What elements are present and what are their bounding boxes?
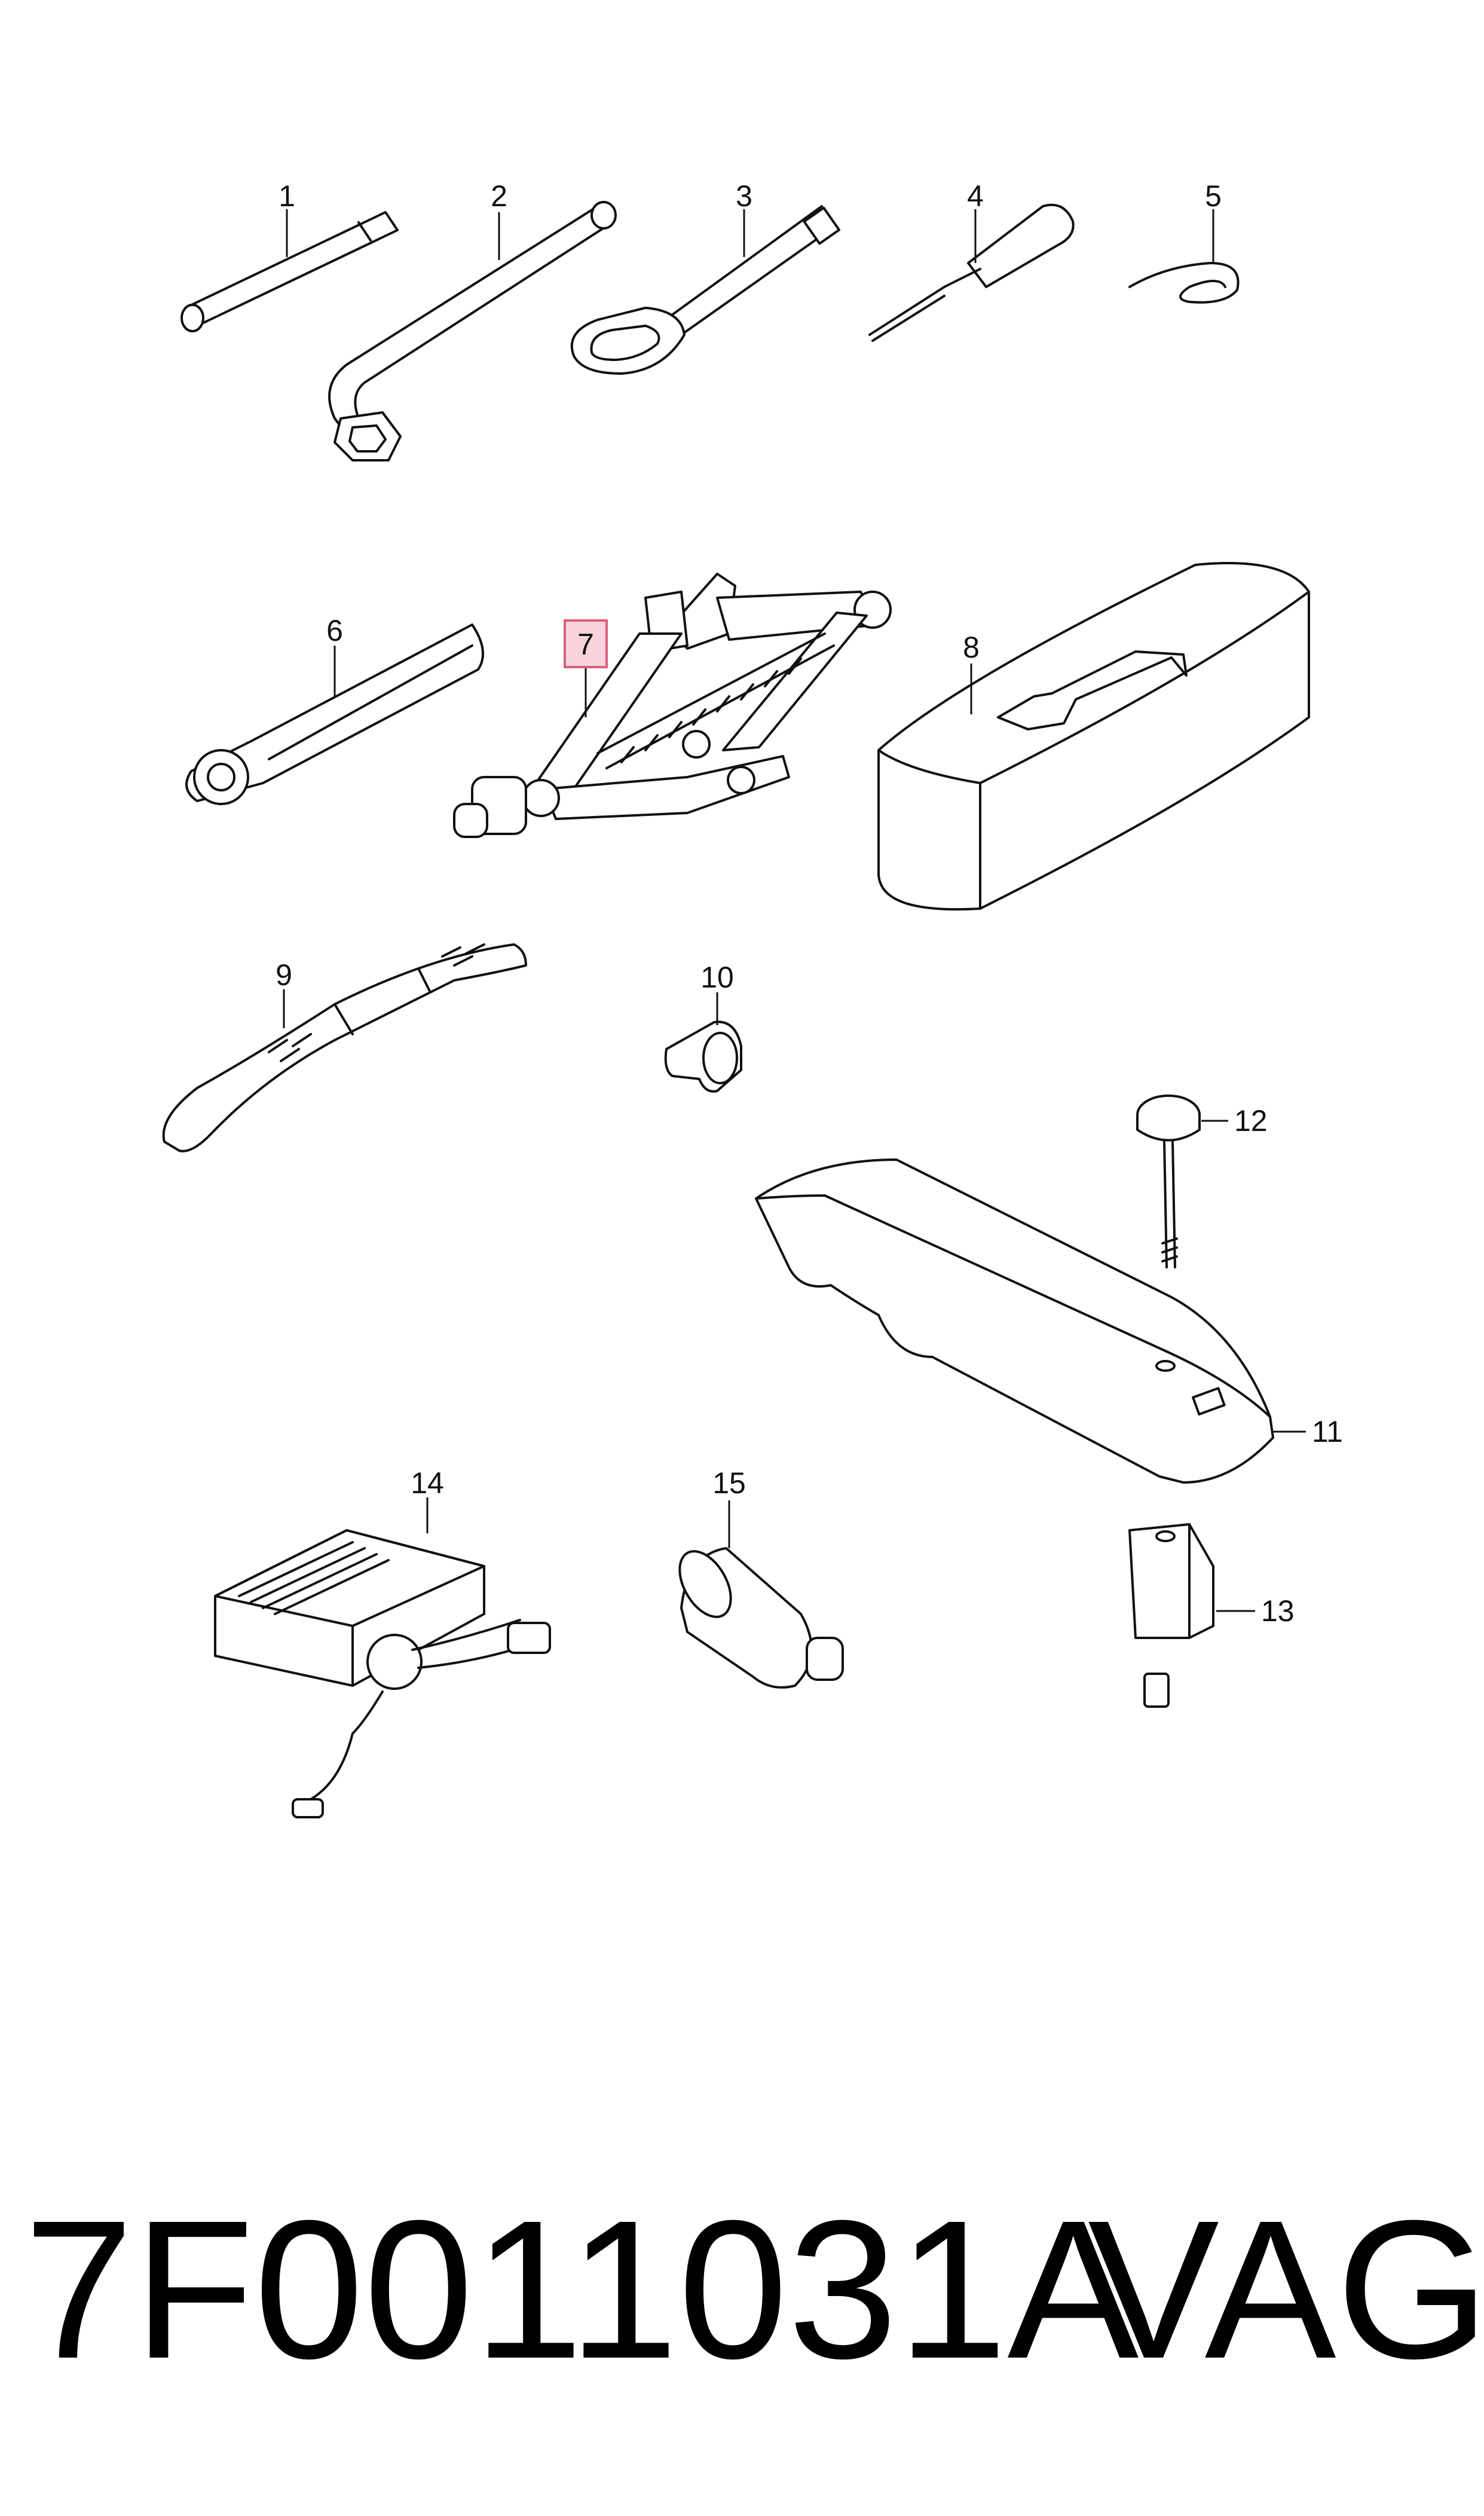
callout-4: 4 (967, 179, 984, 213)
callout-11: 11 (1312, 1415, 1343, 1448)
callout-3: 3 (736, 179, 752, 213)
part-number: 7F0011031A (24, 2179, 1139, 2399)
part-10-socket (664, 992, 742, 1093)
part-13-clip (1128, 1523, 1255, 1708)
callout-10: 10 (700, 961, 734, 994)
callout-12: 12 (1234, 1104, 1268, 1138)
part-11-foam-tray (755, 1158, 1306, 1484)
callout-5: 5 (1205, 179, 1222, 213)
callout-13: 13 (1261, 1594, 1295, 1628)
brand-label: VAG (1088, 2179, 1484, 2399)
callout-9: 9 (276, 958, 292, 992)
part-7-car-jack (453, 573, 892, 838)
part-1-extension-bar (180, 209, 399, 332)
part-14-compressor (214, 1497, 551, 1818)
part-4-screwdriver (868, 203, 1075, 342)
callout-15: 15 (712, 1466, 746, 1500)
part-5-clip (1128, 209, 1240, 304)
callout-2: 2 (491, 179, 507, 213)
part-15-sealant-bottle (678, 1500, 844, 1689)
part-3-towing-eye (570, 205, 841, 375)
part-2-wheel-brace (328, 201, 617, 461)
parts-diagram: 1 2 3 4 5 6 7 8 9 10 11 12 13 14 15 (162, 179, 1343, 1818)
callout-7: 7 (577, 628, 594, 661)
part-9-strap (162, 943, 527, 1152)
callout-1: 1 (279, 179, 295, 213)
part-6-ratchet-wrench (185, 623, 484, 805)
part-8-tool-bag (877, 562, 1310, 911)
callout-7-highlighted (564, 619, 608, 717)
footer: 7F0011031A VAG (24, 2176, 1484, 2403)
callout-6: 6 (326, 614, 343, 647)
callout-8: 8 (963, 631, 980, 664)
callout-14: 14 (411, 1466, 444, 1500)
part-12-bolt (1136, 1095, 1228, 1268)
